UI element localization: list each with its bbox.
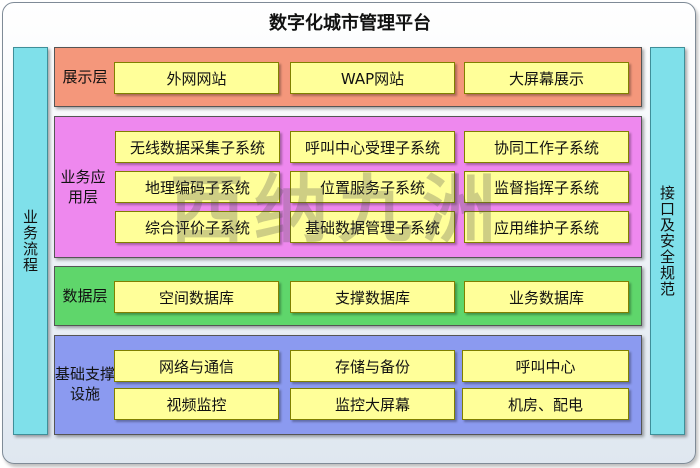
infrastructure-layer-label-text: 基础支撑设施 (55, 365, 116, 403)
diagram-box: 业务数据库 (464, 281, 629, 313)
diagram-box: 综合评价子系统 (115, 211, 280, 243)
diagram-box: 协同工作子系统 (464, 131, 629, 163)
diagram-box: 监督指挥子系统 (464, 171, 629, 203)
diagram-box: 基础数据管理子系统 (290, 211, 455, 243)
diagram-box: 机房、配电 (462, 388, 629, 420)
diagram-box: WAP网站 (290, 62, 455, 94)
diagram-box: 监控大屏幕 (290, 388, 455, 420)
presentation-layer-label: 展示层 (62, 68, 108, 86)
data-layer: 数据层 空间数据库 支撑数据库 业务数据库 (54, 266, 642, 326)
diagram-box: 大屏幕展示 (464, 62, 629, 94)
application-layer-label: 业务应用层 (55, 167, 111, 207)
diagram-box: 网络与通信 (114, 350, 279, 382)
application-layer: 业务应用层 无线数据采集子系统 呼叫中心受理子系统 协同工作子系统 地理编码子系… (54, 116, 642, 258)
data-layer-label: 数据层 (62, 287, 108, 305)
application-layer-label-text: 业务应用层 (60, 168, 106, 206)
page-title: 数字化城市管理平台 (269, 13, 431, 34)
diagram-box: 外网网站 (114, 62, 279, 94)
interface-security-bar: 接口及安全规范 (650, 47, 685, 435)
diagram-box: 空间数据库 (114, 281, 279, 313)
presentation-layer: 展示层 外网网站 WAP网站 大屏幕展示 (54, 47, 642, 107)
diagram-box: 呼叫中心 (462, 350, 629, 382)
diagram-box: 位置服务子系统 (290, 171, 455, 203)
diagram-box: 存储与备份 (290, 350, 455, 382)
diagram-box: 视频监控 (114, 388, 279, 420)
interface-security-label: 接口及安全规范 (658, 185, 676, 297)
business-process-bar: 业务流程 (13, 47, 48, 435)
diagram-box: 支撑数据库 (290, 281, 455, 313)
diagram-box: 地理编码子系统 (115, 171, 280, 203)
diagram-box: 无线数据采集子系统 (115, 131, 280, 163)
business-process-label: 业务流程 (21, 209, 39, 273)
infrastructure-layer-label: 基础支撑设施 (55, 364, 116, 404)
diagram-box: 应用维护子系统 (464, 211, 629, 243)
infrastructure-layer: 基础支撑设施 网络与通信 存储与备份 呼叫中心 视频监控 监控大屏幕 机房、配电 (54, 335, 642, 435)
diagram-box: 呼叫中心受理子系统 (290, 131, 455, 163)
